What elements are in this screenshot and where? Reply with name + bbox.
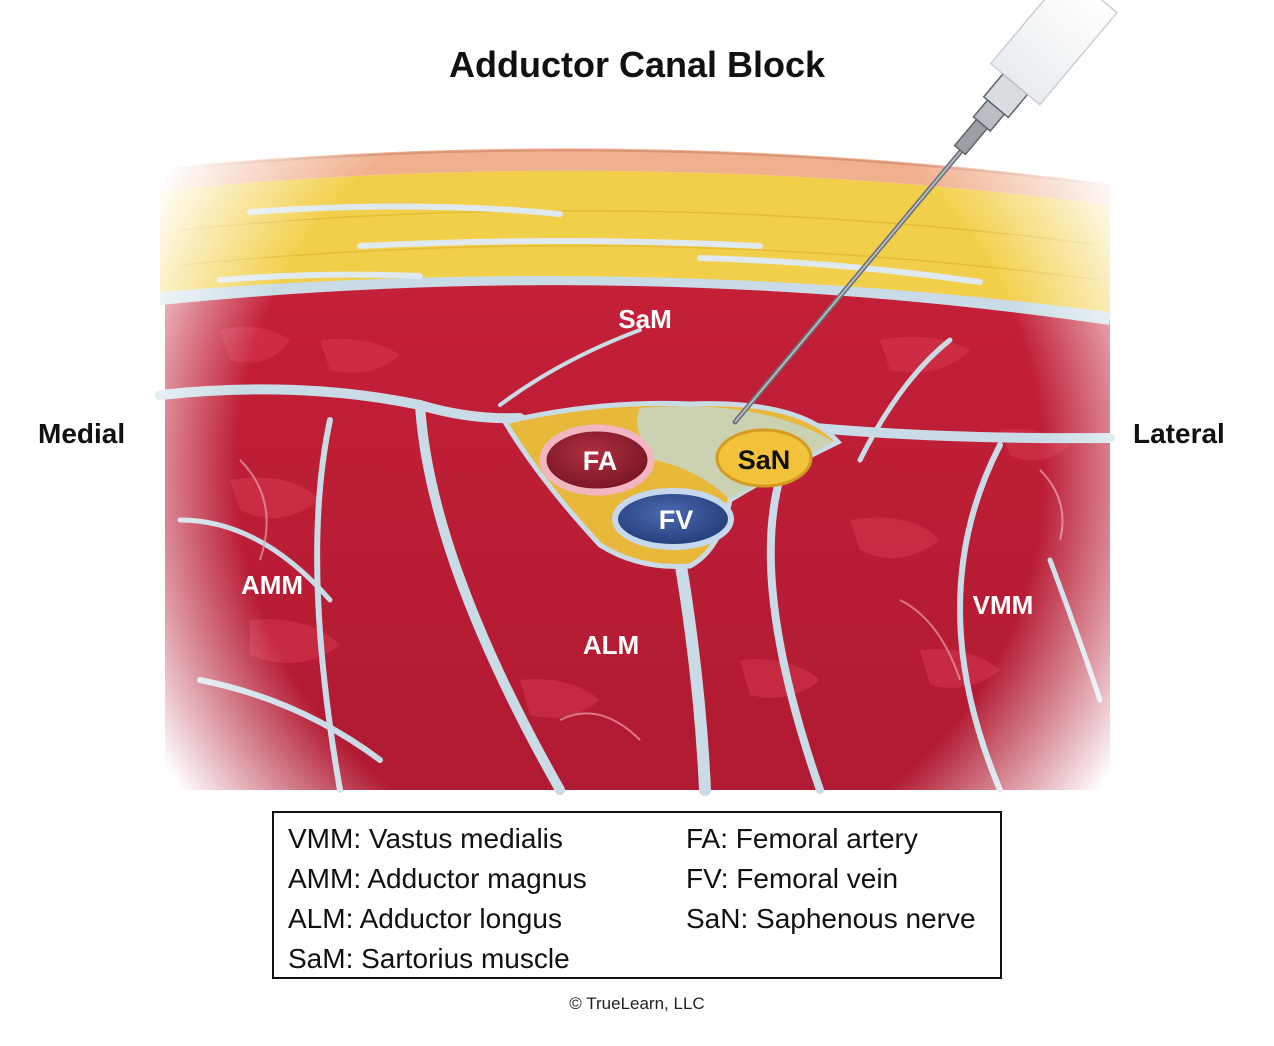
adductor-canal <box>501 400 843 570</box>
label-amm: AMM <box>241 570 303 600</box>
label-san: SaN <box>738 445 791 475</box>
femoral-artery <box>539 424 655 496</box>
legend-item-alm: ALM: Adductor longus <box>288 903 562 934</box>
label-fv: FV <box>659 505 694 535</box>
legend-item-vmm: VMM: Vastus medialis <box>288 823 563 854</box>
anatomy-illustration: SaM FA SaN FV AMM ALM VMM <box>155 0 1118 796</box>
muscle-texture <box>220 326 1070 718</box>
copyright-notice: © TrueLearn, LLC <box>569 994 705 1013</box>
legend-column-left: VMM: Vastus medialis AMM: Adductor magnu… <box>288 819 587 979</box>
legend-item-fa: FA: Femoral artery <box>686 823 918 854</box>
lateral-label: Lateral <box>1133 418 1225 449</box>
legend-item-amm: AMM: Adductor magnus <box>288 863 587 894</box>
label-alm: ALM <box>583 630 639 660</box>
label-vmm: VMM <box>973 590 1034 620</box>
legend-item-fv: FV: Femoral vein <box>686 863 899 894</box>
diagram-title: Adductor Canal Block <box>448 44 826 85</box>
medial-label: Medial <box>38 418 126 449</box>
label-fa: FA <box>583 446 618 476</box>
legend-box: VMM: Vastus medialis AMM: Adductor magnu… <box>272 811 1002 979</box>
femoral-vein <box>612 488 734 550</box>
legend-item-san: SaN: Saphenous nerve <box>686 903 976 934</box>
label-sam: SaM <box>618 304 671 334</box>
deep-fascia <box>159 271 1112 325</box>
needle <box>732 0 1118 425</box>
saphenous-nerve <box>715 428 813 488</box>
legend-item-sam: SaM: Sartorius muscle <box>288 943 570 974</box>
legend-column-right: FA: Femoral artery FV: Femoral vein SaN:… <box>686 819 976 939</box>
